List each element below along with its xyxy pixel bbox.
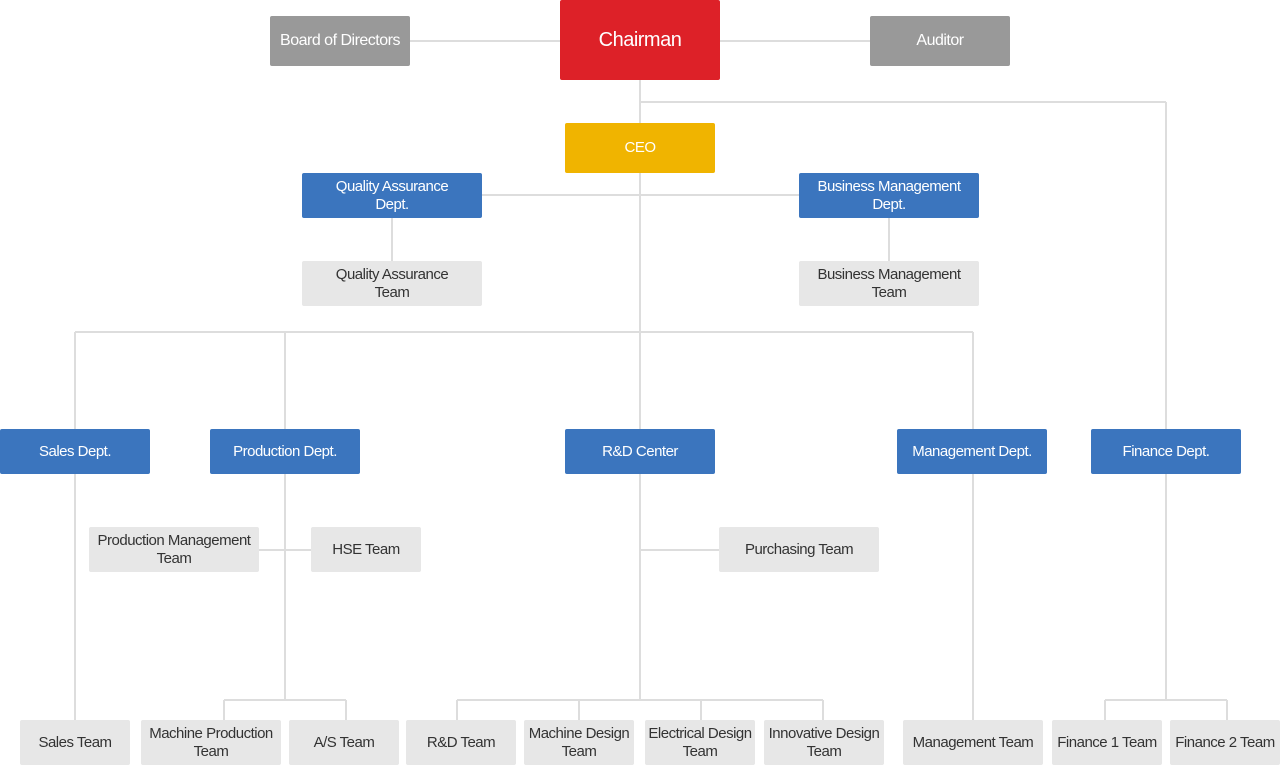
business-management-team-box: Business Management Team [799, 261, 979, 306]
quality-assurance-team-box: Quality Assurance Team [302, 261, 482, 306]
purchasing-team-box: Purchasing Team [719, 527, 879, 572]
rnd-center-box: R&D Center [565, 429, 715, 474]
ceo-box: CEO [565, 123, 715, 173]
machine-design-team-box: Machine Design Team [524, 720, 634, 765]
finance-dept-box: Finance Dept. [1091, 429, 1241, 474]
auditor-box: Auditor [870, 16, 1010, 66]
quality-assurance-dept-box: Quality Assurance Dept. [302, 173, 482, 218]
electrical-design-team-box: Electrical Design Team [645, 720, 755, 765]
management-dept-box: Management Dept. [897, 429, 1047, 474]
innovative-design-team-box: Innovative Design Team [764, 720, 884, 765]
sales-team-box: Sales Team [20, 720, 130, 765]
machine-production-team-box: Machine Production Team [141, 720, 281, 765]
hse-team-box: HSE Team [311, 527, 421, 572]
finance-1-team-box: Finance 1 Team [1052, 720, 1162, 765]
sales-dept-box: Sales Dept. [0, 429, 150, 474]
management-team-box: Management Team [903, 720, 1043, 765]
board-of-directors-box: Board of Directors [270, 16, 410, 66]
finance-2-team-box: Finance 2 Team [1170, 720, 1280, 765]
production-dept-box: Production Dept. [210, 429, 360, 474]
production-management-team-box: Production Management Team [89, 527, 259, 572]
business-management-dept-box: Business Management Dept. [799, 173, 979, 218]
chairman-box: Chairman [560, 0, 720, 80]
as-team-box: A/S Team [289, 720, 399, 765]
rnd-team-box: R&D Team [406, 720, 516, 765]
